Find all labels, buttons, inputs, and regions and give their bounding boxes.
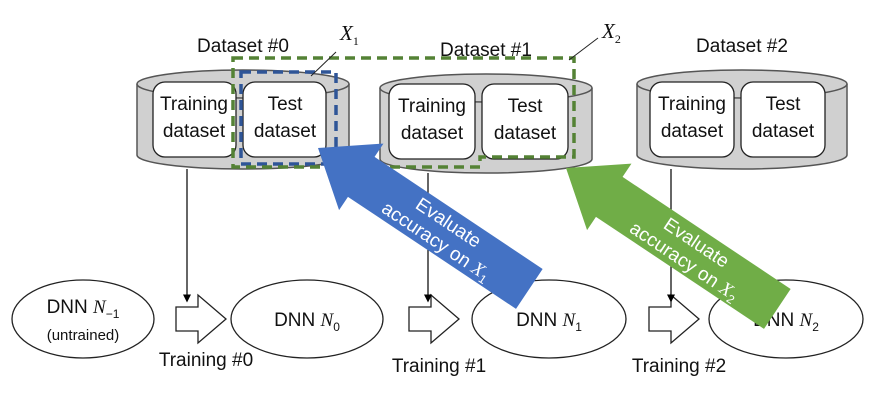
svg-text:Test: Test bbox=[508, 96, 544, 117]
training-1-label: Training #1 bbox=[392, 356, 486, 377]
svg-text:dataset: dataset bbox=[163, 121, 226, 142]
dataset-0-training-box: Training dataset bbox=[152, 81, 237, 158]
dnn-n-minus1: DNN N−1 (untrained) bbox=[11, 279, 155, 359]
training-0-label: Training #0 bbox=[159, 350, 253, 371]
x2-label: X2 bbox=[601, 19, 621, 46]
dataset-1-training-box: Training dataset bbox=[388, 83, 476, 160]
svg-text:(untrained): (untrained) bbox=[47, 327, 120, 344]
x2-selection-box bbox=[231, 56, 576, 169]
dnn-n0: DNN N0 bbox=[230, 279, 384, 359]
training-0-block-arrow bbox=[175, 293, 227, 345]
svg-text:Test: Test bbox=[268, 94, 304, 115]
x1-selection-box bbox=[239, 70, 338, 166]
svg-text:dataset: dataset bbox=[661, 121, 724, 142]
training-2-block-arrow bbox=[648, 293, 700, 345]
x1-label: X1 bbox=[339, 21, 359, 48]
dataset-1-test-box: Test dataset bbox=[481, 83, 569, 160]
dataset-2-label: Dataset #2 bbox=[696, 36, 788, 57]
x1-leader-line bbox=[310, 51, 337, 77]
svg-text:Training: Training bbox=[658, 94, 726, 115]
training-1-block-arrow bbox=[408, 293, 460, 345]
svg-text:Training: Training bbox=[398, 96, 466, 117]
dataset-0-label: Dataset #0 bbox=[197, 36, 289, 57]
svg-text:DNN N−1: DNN N−1 bbox=[47, 297, 120, 321]
dataset-1-label: Dataset #1 bbox=[440, 40, 532, 61]
svg-text:Training: Training bbox=[160, 94, 228, 115]
training-2-label: Training #2 bbox=[632, 356, 726, 377]
svg-text:DNN N1: DNN N1 bbox=[516, 310, 582, 334]
svg-text:dataset: dataset bbox=[401, 123, 464, 144]
dataset-0-test-box: Test dataset bbox=[242, 81, 327, 158]
svg-text:Test: Test bbox=[766, 94, 802, 115]
svg-text:dataset: dataset bbox=[752, 121, 815, 142]
dataset-2-training-box: Training dataset bbox=[649, 81, 735, 158]
x2-leader-line bbox=[568, 37, 599, 61]
svg-text:dataset: dataset bbox=[494, 123, 557, 144]
svg-text:dataset: dataset bbox=[254, 121, 317, 142]
dataset-2-test-box: Test dataset bbox=[740, 81, 826, 158]
svg-text:DNN N0: DNN N0 bbox=[274, 310, 340, 334]
